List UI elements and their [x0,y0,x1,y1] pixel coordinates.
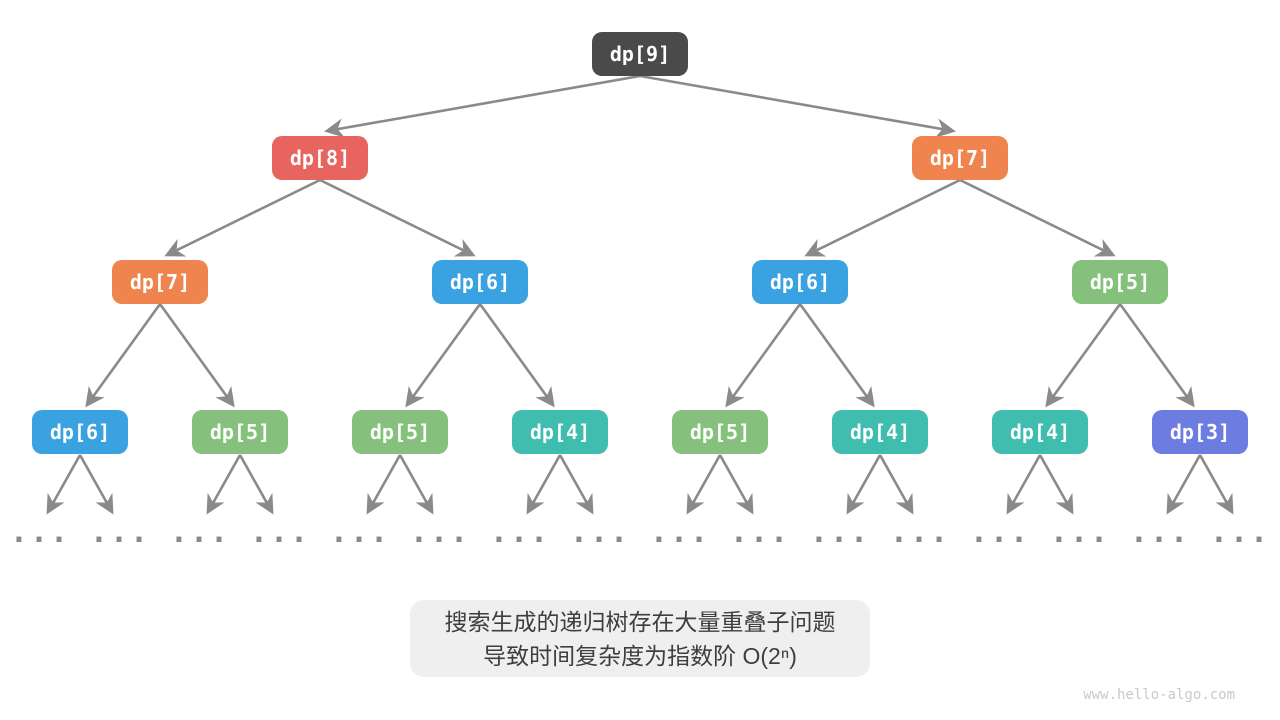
edge-arrow [398,454,434,515]
edge-arrow [846,454,882,515]
edge-arrow [1166,454,1202,515]
edge-arrow [878,454,914,515]
edge-arrow [959,178,1116,257]
ellipsis-mark: ... [889,515,951,550]
watermark: www.hello-algo.com [1083,687,1235,703]
ellipsis-mark: ... [649,515,711,550]
edge-arrow [405,303,482,408]
edge-arrow [526,454,562,515]
ellipsis-mark: ... [1049,515,1111,550]
tree-node-dp3-level4: dp[3] [1152,410,1248,454]
edge-arrow [558,454,594,515]
tree-node-dp4-level4: dp[4] [832,410,928,454]
edge-arrow [238,454,274,515]
tree-node-dp4-level4: dp[4] [992,410,1088,454]
tree-node-dp8-level2: dp[8] [272,136,368,180]
tree-node-dp5-level4: dp[5] [192,410,288,454]
edge-arrow [319,178,476,257]
caption-box: 搜索生成的递归树存在大量重叠子问题 导致时间复杂度为指数阶 O(2ⁿ) [410,600,870,677]
tree-node-dp6-level3: dp[6] [432,260,528,304]
tree-node-dp5-level4: dp[5] [672,410,768,454]
ellipsis-mark: ... [169,515,231,550]
tree-node-dp5-level3: dp[5] [1072,260,1168,304]
edge-arrow [46,454,82,515]
edge-arrow [686,454,722,515]
arrow-edges [46,74,1234,515]
ellipsis-mark: ... [1209,515,1271,550]
ellipsis-mark: ... [489,515,551,550]
edge-arrow [718,454,754,515]
edge-arrow [1038,454,1074,515]
tree-node-dp7-level3: dp[7] [112,260,208,304]
tree-node-dp7-level2: dp[7] [912,136,1008,180]
ellipsis-mark: ... [569,515,631,550]
edge-arrow [85,303,162,408]
edge-arrow [478,303,555,408]
ellipsis-mark: ... [409,515,471,550]
edge-arrow [78,454,114,515]
ellipsis-mark: ... [89,515,151,550]
caption-line-2: 导致时间复杂度为指数阶 O(2ⁿ) [483,642,797,669]
edge-arrow [1006,454,1042,515]
tree-node-dp6-level3: dp[6] [752,260,848,304]
edge-arrow [1198,454,1234,515]
tree-node-dp9-level1: dp[9] [592,32,688,76]
edge-arrow [366,454,402,515]
edge-arrow [206,454,242,515]
edge-arrow [324,74,641,138]
ellipsis-mark: ... [249,515,311,550]
ellipsis-mark: ... [969,515,1031,550]
caption-line-1: 搜索生成的递归树存在大量重叠子问题 [444,608,836,635]
edge-arrow [798,303,875,408]
edge-arrow [725,303,802,408]
ellipsis-mark: ... [809,515,871,550]
edge-arrow [804,178,961,257]
tree-node-dp6-level4: dp[6] [32,410,128,454]
tree-node-dp4-level4: dp[4] [512,410,608,454]
edge-arrow [639,74,956,138]
ellipsis-mark: ... [1129,515,1191,550]
edge-arrow [1118,303,1195,408]
edge-arrow [164,178,321,257]
ellipsis-mark: ... [329,515,391,550]
edge-arrow [1045,303,1122,408]
tree-node-dp5-level4: dp[5] [352,410,448,454]
ellipsis-mark: ... [729,515,791,550]
ellipsis-mark: ... [9,515,71,550]
edge-arrow [158,303,235,408]
